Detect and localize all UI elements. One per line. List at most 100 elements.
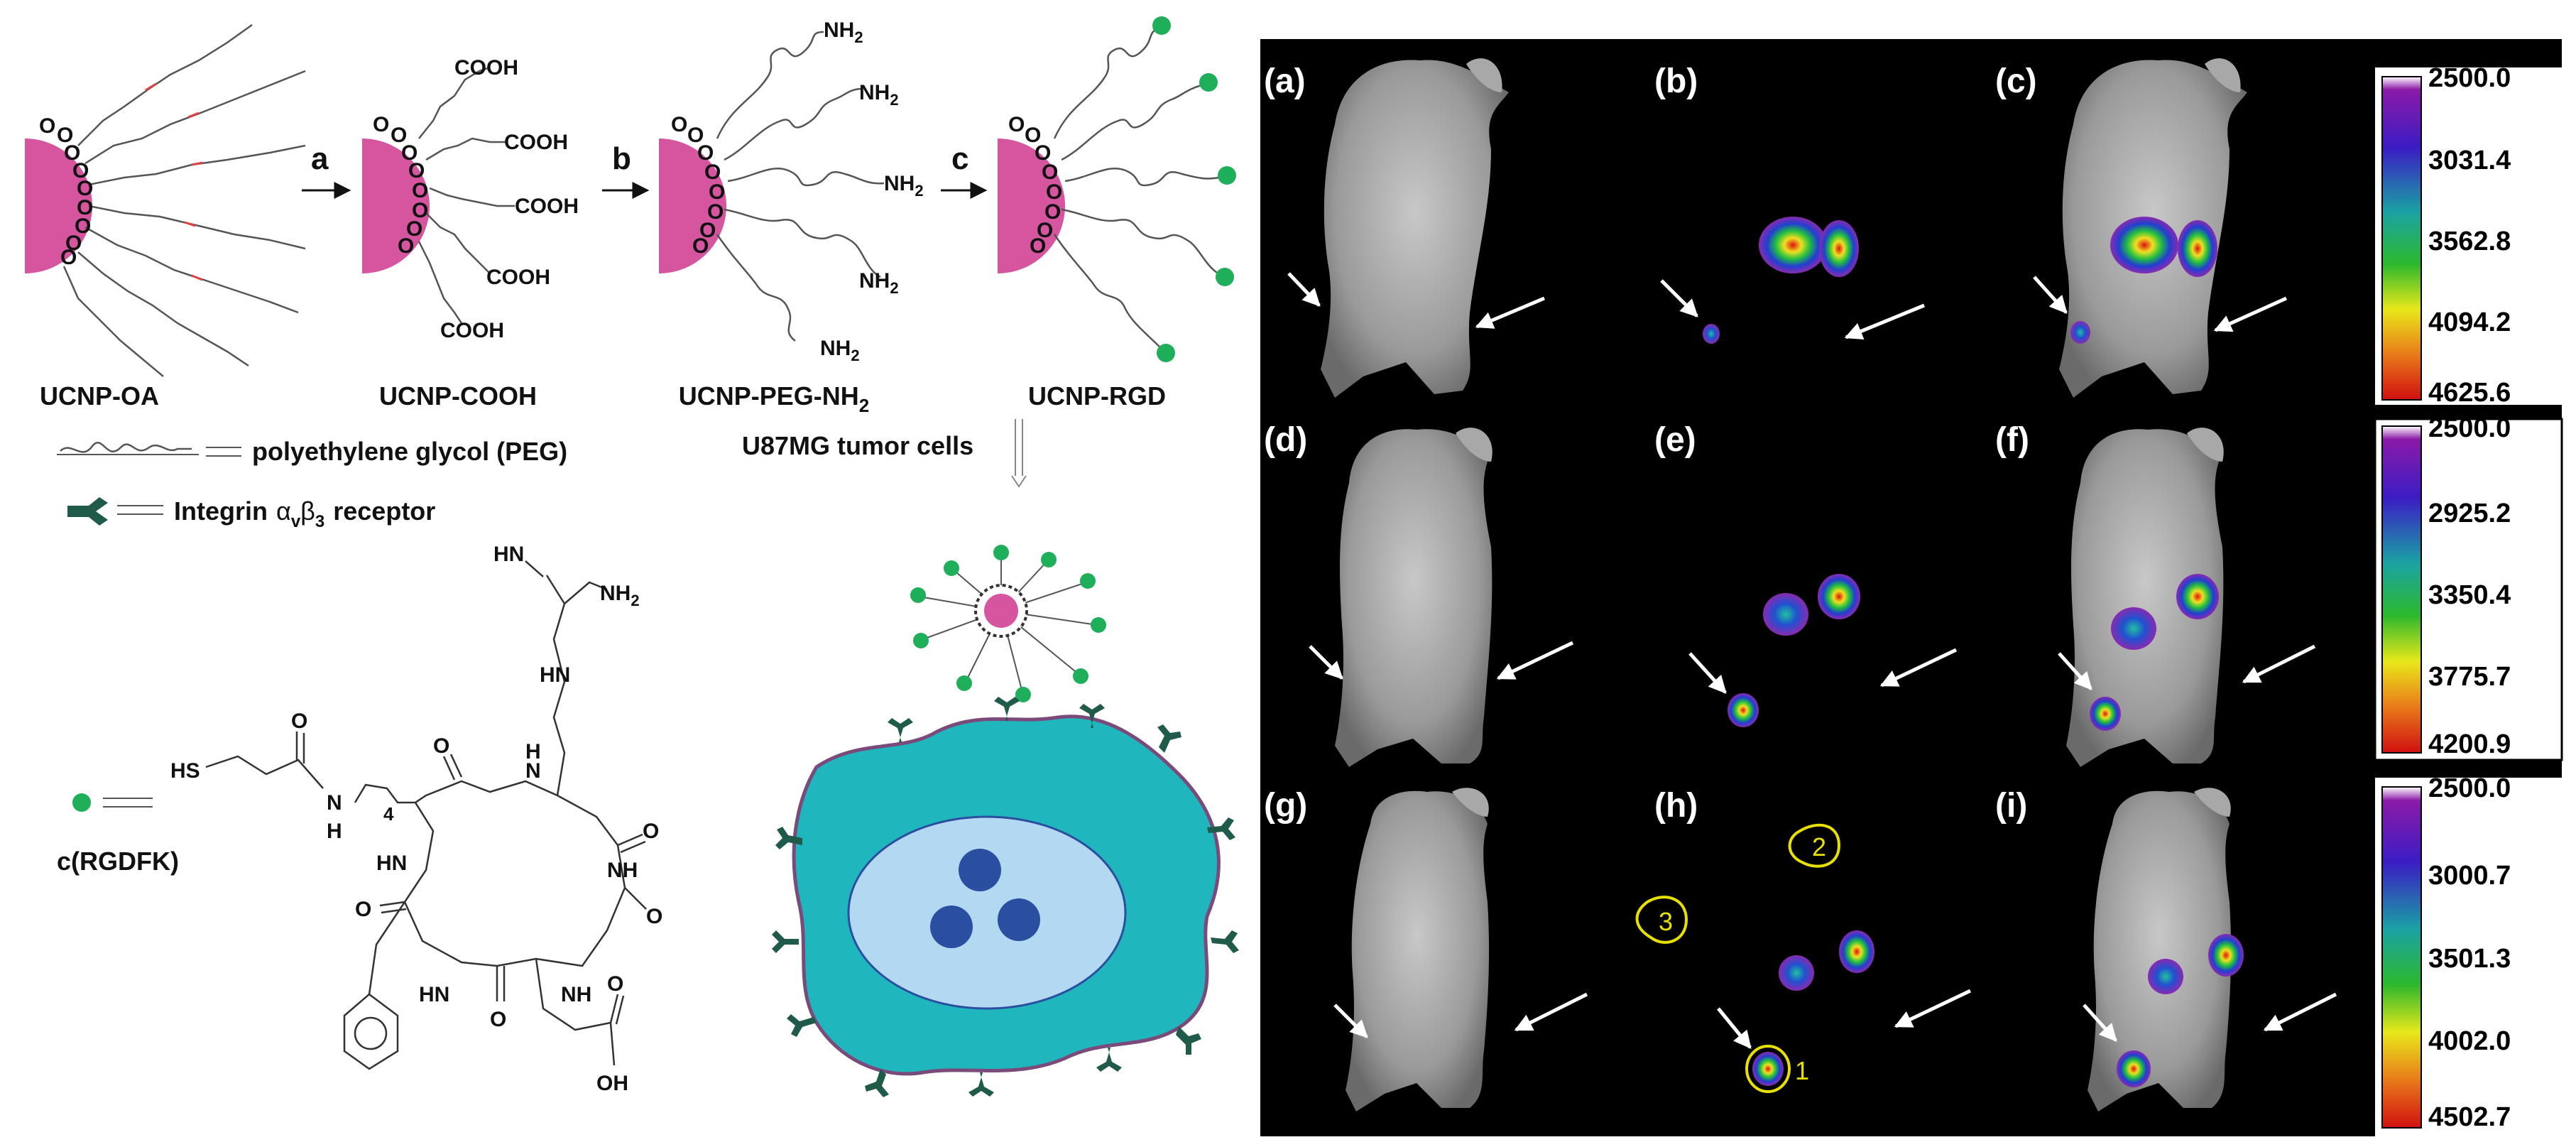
oxygen-label: O — [1042, 161, 1058, 184]
product-label-ucnp-peg-nh2: UCNP-PEG-NH2 — [679, 381, 869, 416]
oxygen-label: O — [77, 196, 93, 219]
roi-markers — [1635, 823, 1841, 1093]
colorbar-2-tick-1: 2925.2 — [2428, 499, 2511, 528]
colorbar-1: 2500.0 3031.4 3562.8 4094.2 4625.6 — [2375, 63, 2562, 408]
oxygen-label: O — [72, 159, 89, 183]
mouse-d — [1335, 429, 1492, 767]
nh2-main: NH — [859, 81, 890, 104]
ucnp-peg-nh2-particle: NH2 NH2 NH2 NH2 NH2 O O O O O O O O — [659, 18, 924, 364]
product-label-main: UCNP-PEG-NH — [679, 381, 859, 411]
oxygen-label: O — [1030, 234, 1046, 258]
colorbar-3-tick-2: 3501.3 — [2428, 944, 2511, 974]
nh2-main: NH — [884, 172, 915, 195]
oxygen-label: O — [687, 124, 704, 147]
colorbar-2-tick-0: 2500.0 — [2428, 413, 2511, 443]
oxygen-label: O — [391, 124, 407, 147]
nh2-sub: 2 — [890, 91, 898, 109]
colorbar-1-tick-1: 3031.4 — [2428, 146, 2511, 175]
colorbar-3-tick-3: 4002.0 — [2428, 1026, 2511, 1056]
oxygen-label: O — [1044, 200, 1061, 224]
step-label-c: c — [951, 141, 968, 176]
oxygen-label: O — [709, 180, 725, 204]
carbonyl-o-label: O — [607, 972, 623, 996]
carbonyl-o-label: O — [646, 905, 662, 928]
ring-hn-label: HN — [376, 852, 407, 875]
oxygen-label: O — [373, 113, 389, 136]
cooh-label: COOH — [486, 266, 550, 289]
panel-label-c: (c) — [1995, 62, 2037, 100]
nh2-label: NH2 — [859, 269, 899, 297]
cooh-label: COOH — [515, 195, 579, 218]
imaging-panels: 1 2 3 (a) (b) — [1260, 39, 2563, 1136]
panel-label-b: (b) — [1654, 62, 1698, 100]
cooh-label: COOH — [454, 56, 518, 80]
colorbar-3-tick-1: 3000.7 — [2428, 861, 2511, 891]
guanidine-hn-label: HN — [493, 543, 524, 566]
colorbar-1-tick-3: 4094.2 — [2428, 308, 2511, 337]
oxygen-label: O — [1035, 141, 1051, 165]
oxygen-label: O — [1037, 219, 1053, 242]
colorbar-1-tick-0: 2500.0 — [2428, 63, 2511, 93]
oxygen-label: O — [671, 113, 687, 136]
synthesis-scheme: O O O O O O O O O a — [25, 16, 1239, 1097]
ring-nh-label: NH — [561, 983, 591, 1006]
oxygen-label: O — [39, 114, 55, 138]
oxygen-label: O — [692, 234, 709, 258]
nh2-sub: 2 — [890, 279, 898, 297]
mouse-i — [2087, 790, 2232, 1111]
colorbar-3-tick-0: 2500.0 — [2428, 773, 2511, 803]
colorbar-2-tick-2: 3350.4 — [2428, 580, 2511, 610]
panel-label-e: (e) — [1654, 421, 1696, 459]
colorbar-2: 2500.0 2925.2 3350.4 3775.7 4200.9 — [2374, 413, 2563, 761]
product-label-ucnp-oa: UCNP-OA — [40, 381, 159, 411]
nh2-main: NH — [600, 582, 631, 605]
integrin-receptor-icon — [67, 497, 108, 526]
carbonyl-o-label: O — [291, 710, 307, 733]
carbonyl-o-label: O — [643, 820, 659, 843]
nucleoli — [930, 849, 1040, 948]
oxygen-label: O — [1025, 124, 1041, 147]
carbonyl-o-label: O — [433, 734, 449, 758]
ring-h-label: H — [525, 740, 541, 763]
roi-label-2: 2 — [1812, 832, 1826, 861]
colorbar-1-tick-2: 3562.8 — [2428, 227, 2511, 256]
rgdfk-bonds — [205, 560, 647, 1070]
nh2-label: NH2 — [859, 81, 899, 109]
carbonyl-o-label: O — [490, 1008, 506, 1031]
amide-n-label: N — [327, 791, 342, 815]
panel-label-h: (h) — [1654, 787, 1698, 825]
step-arrow-c: c — [941, 141, 988, 199]
beta-sub: 3 — [315, 512, 324, 531]
colorbar-2-tick-4: 4200.9 — [2428, 729, 2511, 759]
rgdfk-label: c(RGDFK) — [57, 847, 179, 876]
rgdfk-structure: c(RGDFK) — [57, 543, 662, 1095]
oxygen-label: O — [699, 219, 716, 242]
oxygen-label: O — [412, 179, 428, 202]
guanidine-nh-label: HN — [540, 663, 570, 687]
oxygen-label: O — [75, 214, 91, 238]
oxygen-label: O — [704, 161, 721, 184]
roi-label-3: 3 — [1659, 907, 1673, 936]
step-arrow-b: b — [602, 141, 650, 199]
beta-symbol: β — [300, 496, 315, 526]
oxygen-label: O — [1008, 113, 1025, 136]
product-label-sub: 2 — [859, 395, 869, 416]
hs-label: HS — [170, 759, 200, 783]
receptor-word: receptor — [333, 496, 435, 526]
nh2-sub: 2 — [854, 28, 863, 46]
oxygen-label: O — [398, 234, 414, 258]
oxygen-label: O — [401, 141, 417, 165]
amide-h-label: H — [327, 820, 342, 843]
cooh-label: COOH — [440, 319, 504, 342]
step-arrow-a: a — [302, 141, 351, 199]
oxygen-label: O — [64, 141, 80, 165]
ring-nh-label: NH — [607, 859, 638, 882]
mouse-a — [1321, 60, 1509, 398]
panel-label-i: (i) — [1995, 787, 2027, 825]
colorbar-3: 2500.0 3000.7 3501.3 4002.0 4502.7 — [2375, 773, 2562, 1136]
ring-nh-label: N — [525, 759, 541, 783]
colorbar-1-tick-4: 4625.6 — [2428, 378, 2511, 408]
